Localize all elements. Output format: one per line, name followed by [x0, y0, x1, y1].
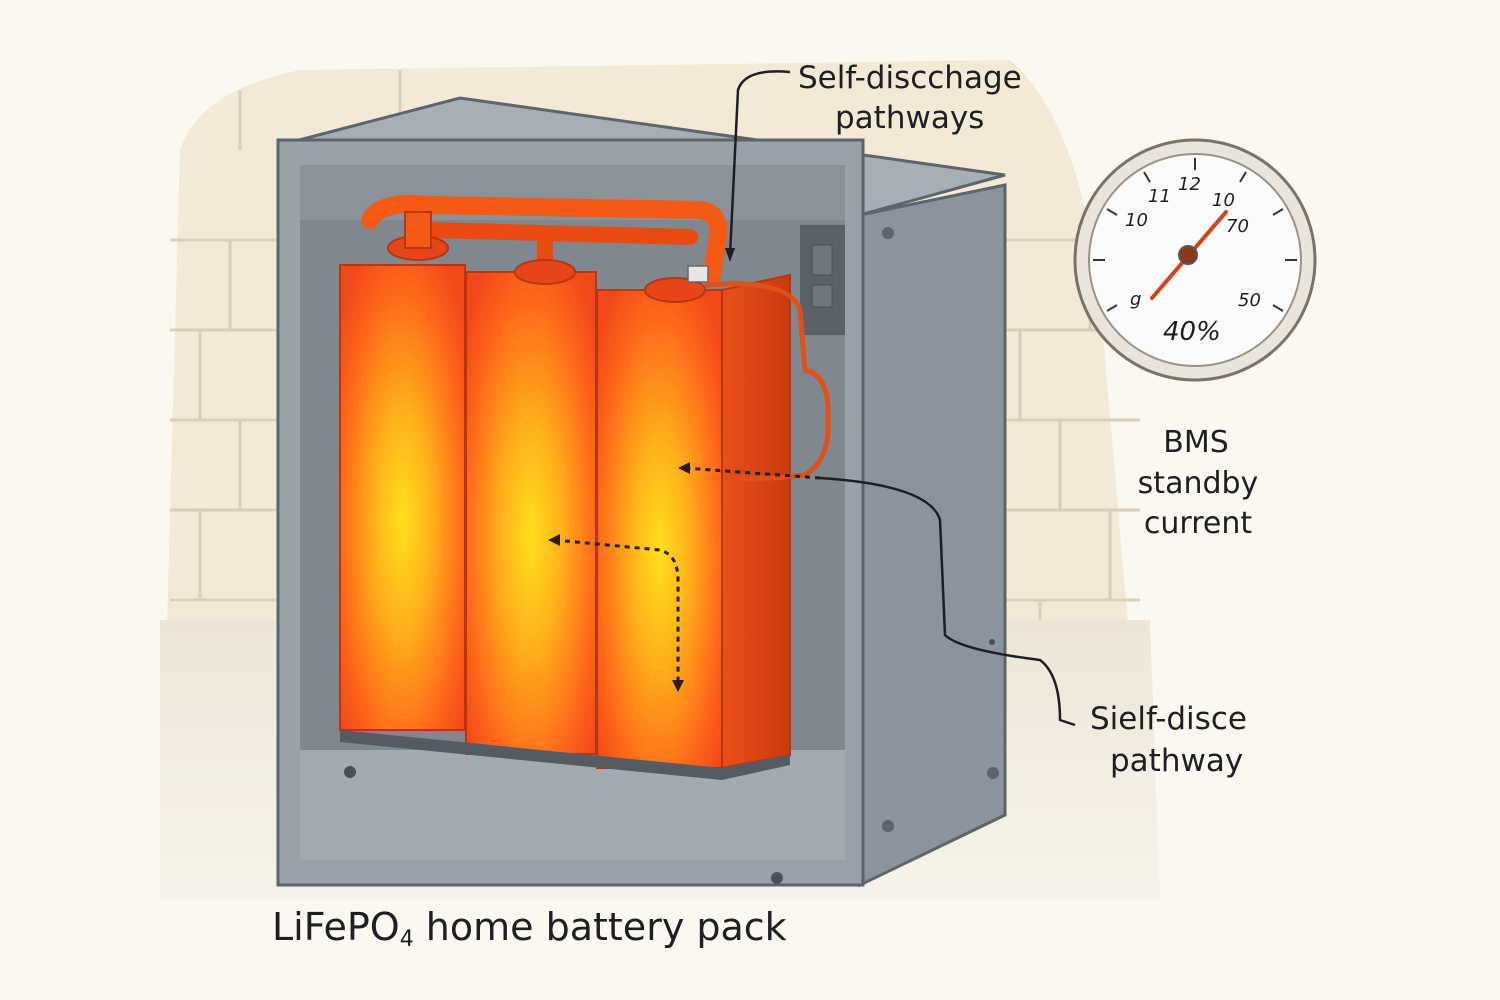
label-bottom-pathway-line2: pathway: [1110, 743, 1243, 779]
callout-labels: Self-discchage pathways BMS standby curr…: [272, 60, 1258, 952]
cell-1: [339, 264, 466, 731]
label-bms-line3: current: [1144, 506, 1252, 541]
caption-main: LiFePO: [272, 905, 400, 949]
label-bottom-pathway-line1: Sielf-disce: [1090, 701, 1247, 737]
gauge-tick: g: [1130, 289, 1141, 310]
callout-leaders: [728, 70, 1076, 727]
self-discharge-arrows: [554, 466, 821, 680]
caption-rest: home battery pack: [414, 905, 787, 949]
gauge-tick: 50: [1238, 290, 1261, 311]
gauge-tick: 10: [1212, 190, 1235, 211]
battery-cells: [339, 264, 791, 780]
label-bms-line1: BMS: [1163, 425, 1229, 460]
gauge-tick: 12: [1178, 174, 1201, 195]
gauge-tick: 70: [1226, 216, 1249, 237]
label-bms-line2: standby: [1138, 466, 1259, 501]
gauge-tick: 10: [1125, 210, 1148, 231]
label-top-pathways-line2: pathways: [835, 100, 984, 136]
cell-2: [465, 271, 597, 755]
gauge-tick: 11: [1148, 186, 1171, 207]
bms-gauge: 10 11 12 10 70 g 50 40%: [1073, 138, 1317, 382]
caption-sub: 4: [400, 927, 414, 952]
gauge-readout: 40%: [1163, 317, 1221, 347]
label-top-pathways-line1: Self-discchage: [798, 60, 1022, 96]
cell-3: [596, 273, 791, 770]
caption: LiFePO4 home battery pack: [272, 905, 787, 952]
busbar: [361, 195, 831, 482]
